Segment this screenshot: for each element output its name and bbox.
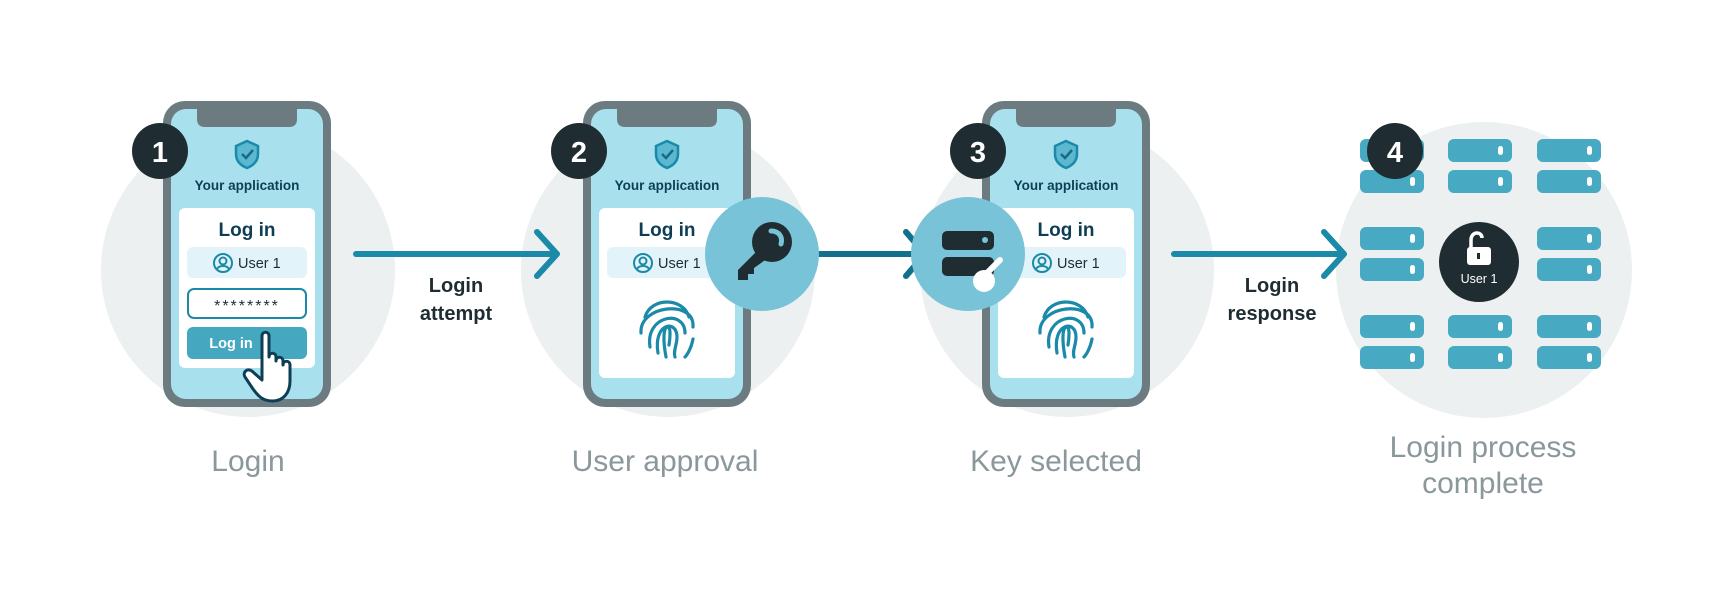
step-3-phone: Your application Log in User 1 bbox=[982, 101, 1150, 407]
card-title: Log in bbox=[1038, 220, 1095, 241]
user-field[interactable]: User 1 bbox=[187, 247, 307, 278]
small-key-icon bbox=[973, 257, 1003, 292]
server-icon bbox=[1537, 227, 1601, 250]
arrow-label-line1: Login bbox=[1245, 275, 1299, 297]
pointer-hand-icon bbox=[242, 330, 292, 403]
shield-icon bbox=[234, 139, 260, 170]
step-1-badge: 1 bbox=[132, 123, 188, 179]
user-name: User 1 bbox=[658, 256, 701, 272]
server-icon bbox=[1537, 346, 1601, 369]
server-icon bbox=[1537, 258, 1601, 281]
step-3-label: Key selected bbox=[970, 445, 1142, 478]
center-user-label: User 1 bbox=[1461, 272, 1498, 286]
login-button[interactable]: Log in bbox=[187, 327, 307, 359]
svg-text:1: 1 bbox=[152, 137, 168, 169]
password-field[interactable]: ******** bbox=[187, 288, 307, 319]
server-icon bbox=[1448, 139, 1512, 162]
card-title: Log in bbox=[639, 220, 696, 241]
step-2-label: User approval bbox=[572, 445, 759, 478]
key-circle bbox=[705, 197, 819, 311]
arrow-login-attempt bbox=[353, 229, 560, 279]
server-icon bbox=[1360, 258, 1424, 281]
shield-icon bbox=[1053, 139, 1079, 170]
server-icon bbox=[1537, 315, 1601, 338]
unlocked-user-circle: User 1 bbox=[1439, 222, 1519, 302]
arrow-label-line1: Login bbox=[429, 275, 483, 297]
password-value: ******** bbox=[214, 298, 280, 315]
server-icon bbox=[1448, 346, 1512, 369]
server-key-circle bbox=[911, 197, 1025, 311]
user-field: User 1 bbox=[1006, 247, 1126, 278]
login-button-label: Log in bbox=[209, 336, 253, 352]
server-icon bbox=[1448, 170, 1512, 193]
step-4-label-line2: complete bbox=[1422, 467, 1544, 500]
key-icon bbox=[738, 222, 792, 280]
arrow-label-line2: response bbox=[1228, 303, 1317, 325]
unlock-icon bbox=[1467, 231, 1491, 265]
card-title: Log in bbox=[219, 220, 276, 241]
step-1-phone: Your application Log in User 1 ******** … bbox=[163, 101, 331, 407]
app-title: Your application bbox=[1014, 178, 1119, 193]
step-1-label: Login bbox=[211, 445, 284, 478]
server-icon bbox=[1537, 170, 1601, 193]
shield-icon bbox=[654, 139, 680, 170]
step-4-label-line1: Login process bbox=[1390, 431, 1577, 464]
server-icon bbox=[1537, 139, 1601, 162]
server-icon bbox=[1448, 315, 1512, 338]
arrow-label-line2: attempt bbox=[420, 303, 493, 325]
user-name: User 1 bbox=[238, 256, 281, 272]
svg-text:2: 2 bbox=[571, 137, 587, 169]
server-icon bbox=[1360, 227, 1424, 250]
server-icon bbox=[1360, 346, 1424, 369]
user-field: User 1 bbox=[607, 247, 727, 278]
step-2-badge: 2 bbox=[551, 123, 607, 179]
server-icon bbox=[1360, 315, 1424, 338]
svg-text:3: 3 bbox=[970, 137, 986, 169]
arrow-login-response bbox=[1171, 229, 1347, 279]
user-name: User 1 bbox=[1057, 256, 1100, 272]
app-title: Your application bbox=[615, 178, 720, 193]
step-3-badge: 3 bbox=[950, 123, 1006, 179]
step-4-badge: 4 bbox=[1367, 123, 1423, 179]
app-title: Your application bbox=[195, 178, 300, 193]
svg-text:4: 4 bbox=[1387, 137, 1403, 169]
arrow-key-to-server bbox=[802, 229, 928, 279]
step-2-phone: Your application Log in User 1 bbox=[583, 101, 751, 407]
